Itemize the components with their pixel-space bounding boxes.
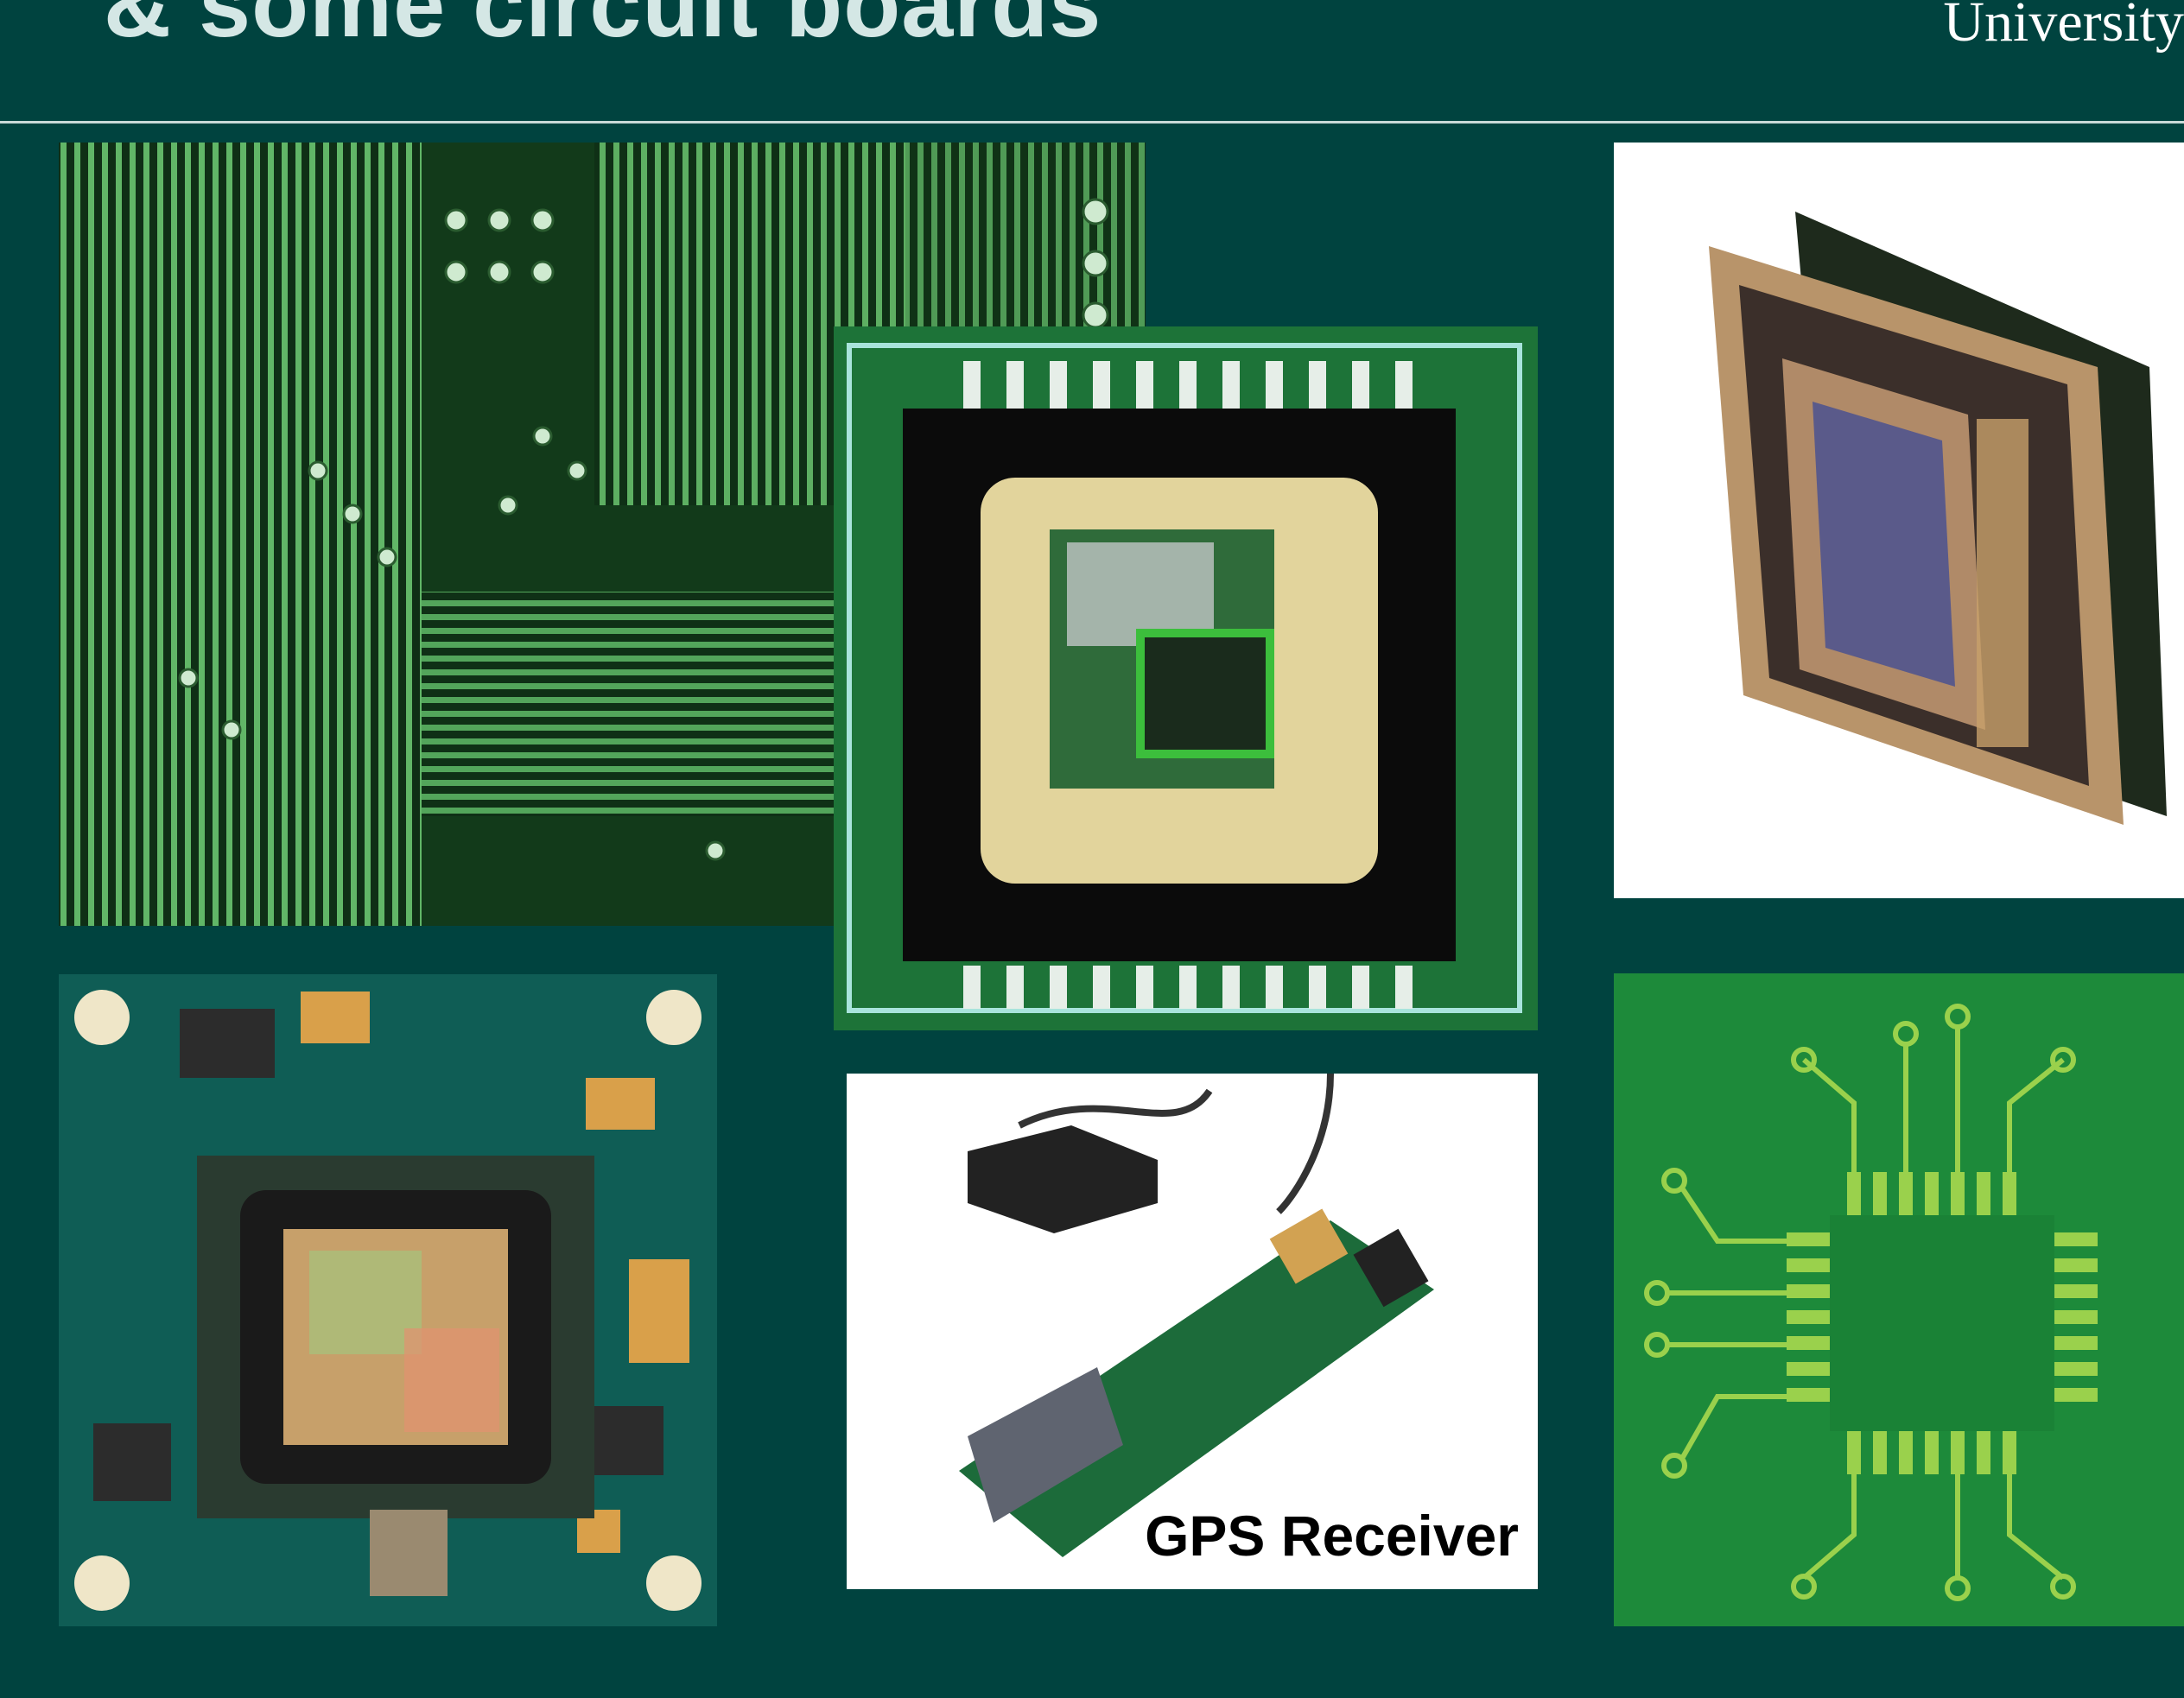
pcb-illustration-photo bbox=[1614, 973, 2184, 1626]
sensor-chip-board-photo bbox=[59, 974, 717, 1626]
university-wordmark: University bbox=[1943, 0, 2184, 54]
gps-receiver-caption: GPS Receiver bbox=[1145, 1504, 1519, 1568]
gps-receiver-photo: GPS Receiver bbox=[847, 1074, 1538, 1589]
slide-title: & some circuit boards bbox=[104, 0, 1102, 56]
camera-sensor-module-photo bbox=[1614, 143, 2184, 898]
header-divider bbox=[0, 121, 2184, 124]
chip-die-package-photo bbox=[834, 326, 1538, 1030]
